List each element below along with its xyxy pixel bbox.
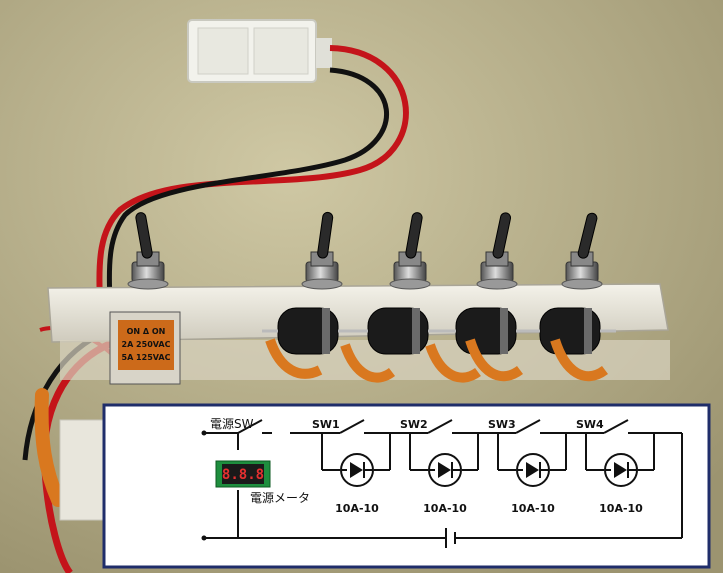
diode-label: 10A-10 — [335, 502, 379, 515]
switch-label: SW3 — [488, 418, 516, 431]
toggle-switch — [389, 212, 431, 290]
toggle-switch — [476, 212, 518, 290]
meter-label: 電源メータ — [250, 491, 310, 505]
voltage-meter: 8.8.8 — [215, 460, 271, 488]
switch-label: SW1 — [312, 418, 340, 431]
red-wire-top — [96, 45, 409, 301]
diode-label: 10A-10 — [599, 502, 643, 515]
toggle-switch — [561, 212, 603, 290]
diode-label: 10A-10 — [511, 502, 555, 515]
meter-digits: 8.8.8 — [222, 467, 264, 483]
relay-text-1: ON Δ ON — [127, 327, 166, 336]
connector-plug — [187, 19, 332, 83]
switch-label: SW4 — [576, 418, 604, 431]
diodes — [262, 307, 616, 355]
schematic-panel: 電源SW 8.8.8 電源メータ SW1 10A-10 SW2 10A-10 SW3 10… — [102, 403, 711, 569]
switch-stage: SW3 10A-10 — [466, 418, 567, 515]
diode-label: 10A-10 — [423, 502, 467, 515]
relay-text-2: 2A 250VAC — [122, 340, 171, 349]
orange-sleeve — [34, 388, 65, 507]
switch-stages: SW1 10A-10 SW2 10A-10 SW3 10A-10 SW4 10A-10 — [290, 418, 682, 515]
relay-text-3: 5A 125VAC — [122, 353, 171, 362]
switch-stage: SW4 10A-10 — [554, 418, 655, 515]
switch-stage: SW2 10A-10 — [378, 418, 479, 515]
toggle-switch — [127, 212, 169, 290]
switch-stage: SW1 10A-10 — [290, 418, 391, 515]
diode-body — [262, 307, 354, 355]
switch-label: SW2 — [400, 418, 428, 431]
toggle-switch — [301, 211, 343, 290]
toggle-switches — [127, 211, 603, 290]
orange-leads — [265, 338, 608, 383]
power-switch-label: 電源SW — [210, 417, 254, 431]
diode-body — [352, 307, 444, 355]
main-switch-body: ON Δ ON 2A 250VAC 5A 125VAC — [109, 311, 181, 385]
black-wire-top — [106, 67, 390, 301]
